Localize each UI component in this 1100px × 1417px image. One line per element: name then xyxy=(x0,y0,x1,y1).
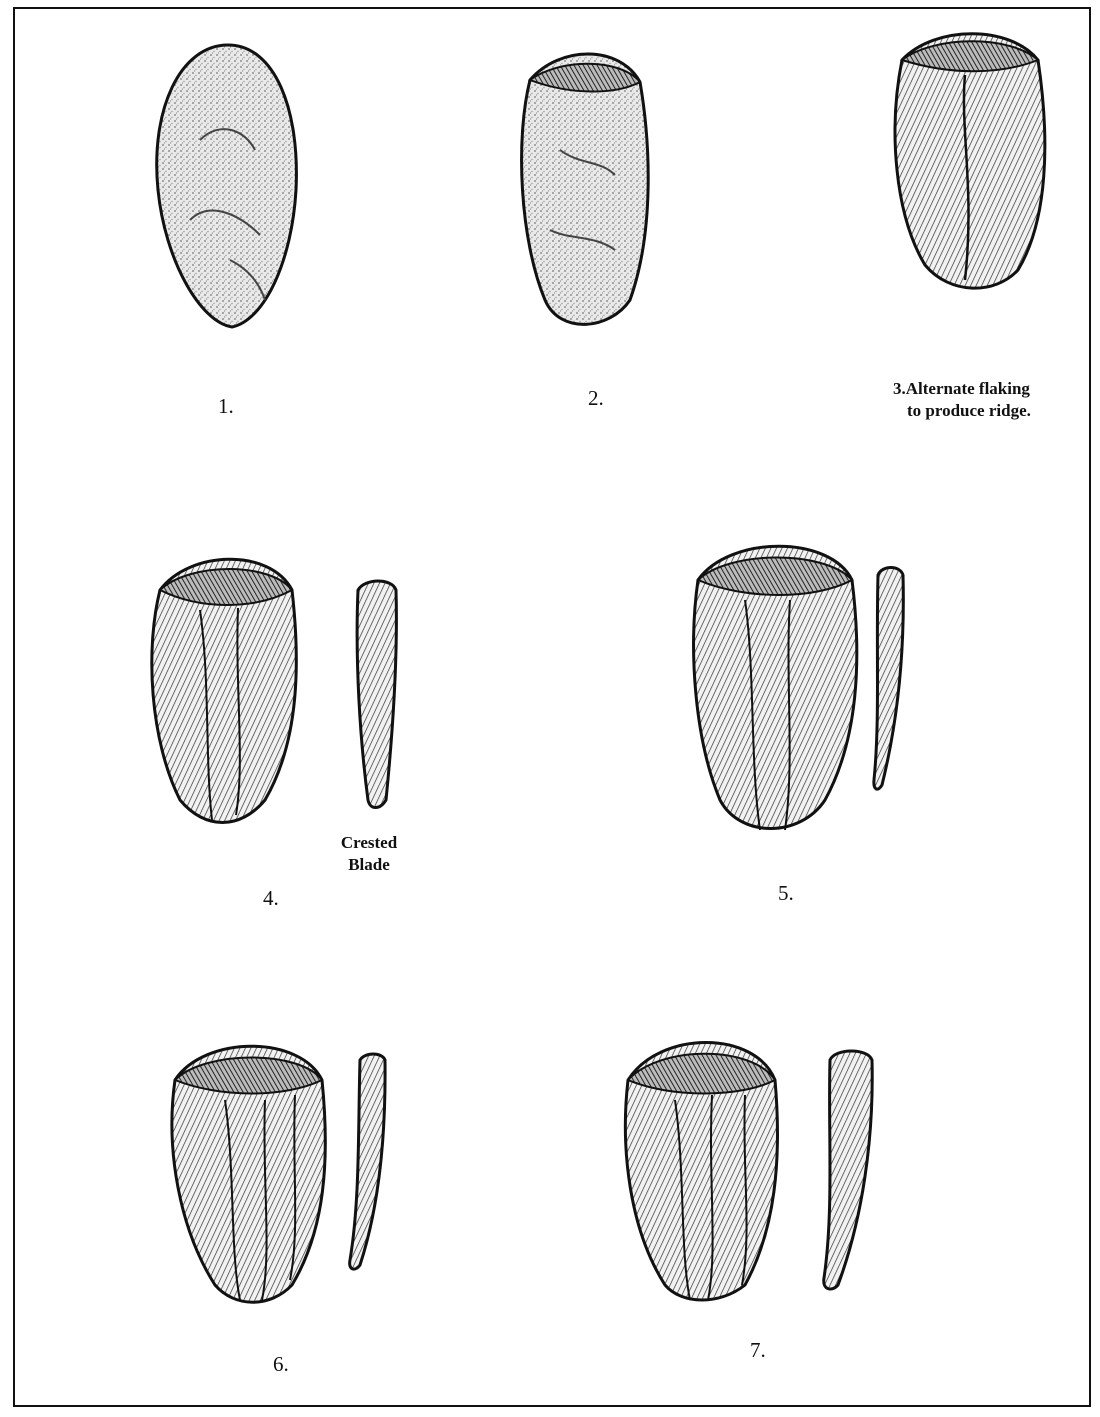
crested-blade-line1: Crested xyxy=(341,833,397,852)
figure-3-number: 3. xyxy=(893,379,906,398)
crested-blade-line2: Blade xyxy=(348,855,390,874)
figure-5-number: 5. xyxy=(778,881,794,906)
figure-6-number: 6. xyxy=(273,1352,289,1377)
core-5 xyxy=(694,546,857,830)
figure-2-number: 2. xyxy=(588,386,604,411)
crested-blade-4 xyxy=(357,581,396,808)
crested-blade-caption: Crested Blade xyxy=(326,832,412,876)
core-3-ridge xyxy=(895,34,1045,288)
figure-3-caption-line2: to produce ridge. xyxy=(893,401,1031,420)
blade-6 xyxy=(350,1054,385,1269)
core-4 xyxy=(152,559,297,822)
figure-3-caption: 3.Alternate flaking to produce ridge. xyxy=(893,378,1093,422)
core-6 xyxy=(172,1046,325,1302)
figure-1-number: 1. xyxy=(218,394,234,419)
blade-5 xyxy=(874,568,903,790)
blade-7 xyxy=(824,1051,872,1289)
core-2-platform xyxy=(522,54,649,324)
figure-3-caption-line1: Alternate flaking xyxy=(906,379,1030,398)
core-1-nodule xyxy=(157,45,297,327)
figure-4-number: 4. xyxy=(263,886,279,911)
figure-7-number: 7. xyxy=(750,1338,766,1363)
core-7 xyxy=(625,1043,777,1301)
